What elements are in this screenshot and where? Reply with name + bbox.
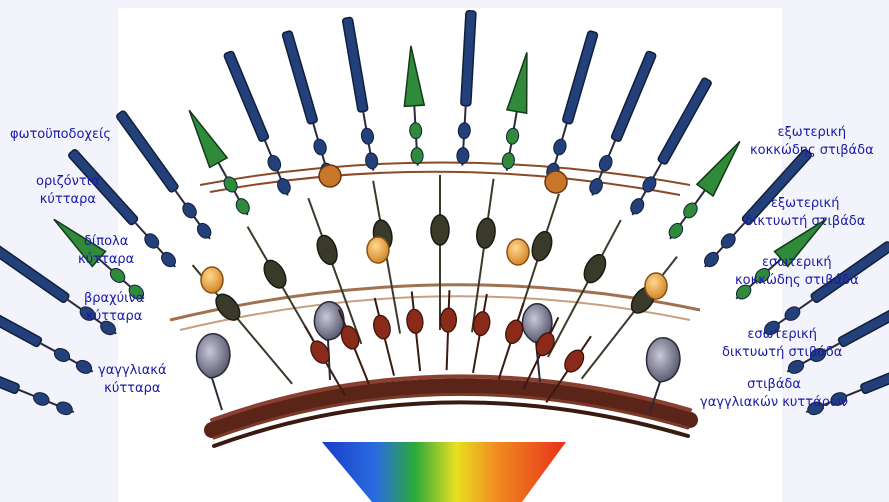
- label-horizontal-cells: οριζόντια κύτταρα: [36, 173, 100, 209]
- label-ganglion-cell-layer: στιβάδα γαγγλιακών κυττάρων: [700, 376, 848, 412]
- label-outer-nuclear-layer: εξωτερική κοκκώδης στιβάδα: [750, 124, 874, 160]
- ganglion-cell: [314, 302, 344, 340]
- label-bipolar-cells: δίπολα κύτταρα: [78, 233, 134, 269]
- label-outer-plexiform-layer: εξωτερική δικτυωτή στιβάδα: [745, 195, 865, 231]
- amacrine-cell: [645, 273, 667, 299]
- amacrine-cell: [201, 267, 223, 293]
- horizontal-cell: [319, 165, 341, 187]
- amacrine-cell: [507, 239, 529, 265]
- ganglion-cell: [647, 338, 681, 382]
- label-photoreceptors: φωτοϋποδοχείς: [10, 126, 111, 144]
- label-amacrine-cells: βραχύινα κύτταρα: [84, 290, 144, 326]
- ganglion-cell: [197, 334, 231, 378]
- rod-cell: [0, 292, 96, 376]
- label-ganglion-cells: γαγγλιακά κύτταρα: [98, 362, 167, 398]
- horizontal-cell: [545, 171, 567, 193]
- label-inner-nuclear-layer: εσωτερική κοκκώδης στιβάδα: [735, 254, 859, 290]
- amacrine-cell: [367, 237, 389, 263]
- label-inner-plexiform-layer: εσωτερική δικτυωτή στιβάδα: [722, 326, 842, 362]
